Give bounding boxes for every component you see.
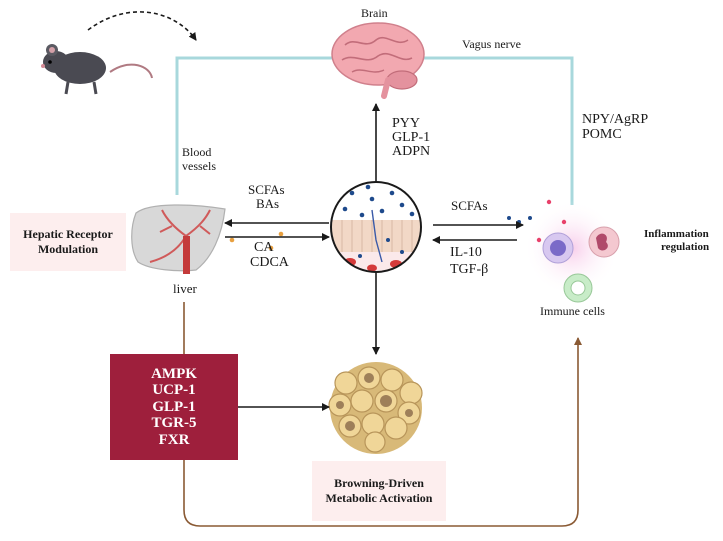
pyy-label: PYY [392, 116, 421, 131]
npy-agrp-label: NPY/AgRP [582, 112, 649, 127]
marker-glp1: GLP-1 [152, 398, 196, 415]
blood-vessels-label-line2: vessels [182, 159, 216, 173]
vagus-nerve-label: Vagus nerve [462, 37, 521, 51]
mouse-icon [41, 44, 153, 95]
cdca-label: CDCA [250, 255, 289, 270]
scfas-left-label: SCFAs [248, 182, 285, 197]
hepatic-box-line2: Modulation [37, 242, 98, 256]
pomc-label: POMC [582, 127, 622, 142]
marker-tgr5: TGR-5 [151, 415, 197, 432]
bile-acid-dots [229, 231, 284, 251]
brain-label: Brain [361, 6, 388, 20]
browning-box-line1: Browning-Driven [334, 476, 424, 490]
scfas-right-label: SCFAs [451, 198, 488, 213]
markers-box: AMPK UCP-1 GLP-1 TGR-5 FXR [110, 354, 238, 460]
feedback-loop-arrow [183, 302, 582, 527]
ca-label: CA [254, 240, 274, 255]
gut-icon [330, 181, 422, 273]
interaction-arrows [224, 103, 524, 411]
hepatic-receptor-modulation-box: Hepatic Receptor Modulation [10, 213, 126, 271]
glp1-label: GLP-1 [392, 130, 431, 145]
adipocyte-cluster-icon [328, 362, 423, 454]
liver-label: liver [173, 281, 197, 296]
browning-activation-box: Browning-Driven Metabolic Activation [312, 461, 446, 521]
liver-icon [131, 204, 226, 274]
marker-ampk: AMPK [151, 365, 197, 382]
browning-box-line2: Metabolic Activation [325, 491, 433, 505]
inflammation-label-line1: Inflammation [644, 228, 709, 240]
marker-fxr: FXR [158, 431, 190, 448]
tgf-beta-label: TGF-β [450, 262, 489, 277]
adpn-label: ADPN [392, 144, 431, 159]
il10-label: IL-10 [450, 245, 482, 260]
blood-vessels-label-line1: Blood [182, 145, 212, 159]
marker-ucp1: UCP-1 [152, 382, 196, 399]
mouse-dashed-arrow [87, 11, 197, 41]
inflammation-label-line2: regulation [661, 241, 710, 253]
bas-label: BAs [256, 196, 280, 211]
immune-cells-icon [524, 200, 620, 303]
vagus-connection-lines [175, 56, 574, 205]
immune-cells-label: Immune cells [540, 304, 605, 318]
hepatic-box-line1: Hepatic Receptor [23, 227, 113, 241]
brain-icon [331, 22, 425, 99]
